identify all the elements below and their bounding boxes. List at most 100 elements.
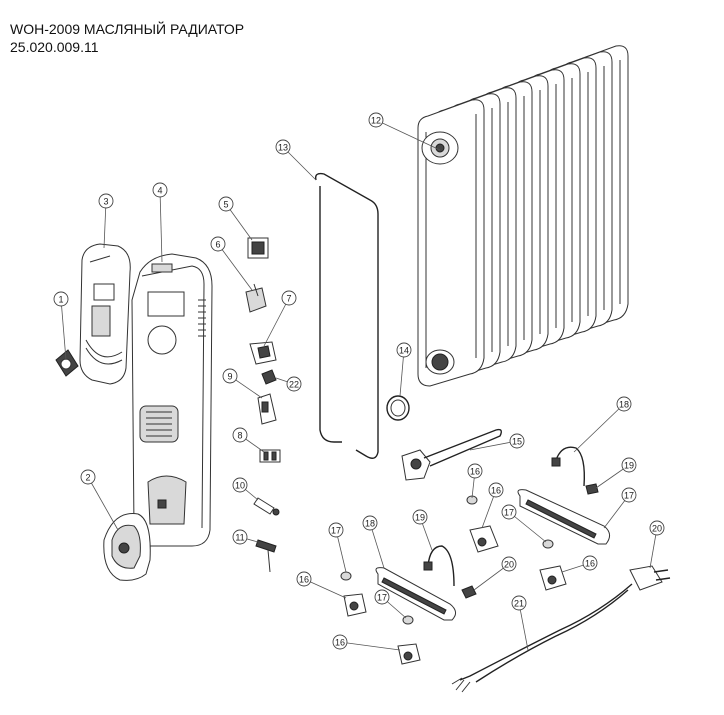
callout-22: 22 [286, 376, 302, 392]
radiator-body [417, 45, 629, 387]
leader-line [103, 200, 107, 249]
callout-number: 20 [504, 560, 514, 570]
callout-16: 16 [488, 482, 504, 498]
u-bolt-right [551, 446, 586, 487]
callout-circle [374, 589, 390, 605]
callout-number: 14 [399, 346, 409, 356]
callout-19: 19 [412, 509, 428, 525]
callout-number: 1 [58, 295, 63, 305]
callout-circle [362, 515, 378, 531]
callout-number: 9 [227, 372, 232, 382]
callout-circle [621, 487, 637, 503]
callout-8: 8 [232, 427, 248, 443]
callout-number: 11 [235, 533, 244, 543]
callout-3: 3 [98, 193, 114, 209]
callout-circle [511, 595, 527, 611]
callout-circle [296, 571, 312, 587]
callout-19: 19 [621, 457, 637, 473]
callout-circle [368, 112, 384, 128]
caster-16-d [397, 643, 421, 665]
callout-circle [232, 529, 248, 545]
caster-16-c [343, 593, 367, 617]
power-plug-21 [629, 565, 671, 591]
callout-20: 20 [649, 520, 665, 536]
callout-number: 17 [331, 526, 341, 536]
callout-12: 12 [368, 112, 384, 128]
leader-line [159, 189, 163, 263]
callout-number: 21 [514, 599, 524, 609]
callout-circle [412, 509, 428, 525]
callout-17: 17 [621, 487, 637, 503]
callout-circle [582, 555, 598, 571]
bracket-9 [257, 393, 277, 425]
foot-rail-right [517, 489, 610, 545]
callout-number: 8 [237, 431, 242, 441]
u-bolt-left [423, 545, 455, 587]
callout-number: 3 [103, 197, 108, 207]
callout-number: 2 [85, 473, 90, 483]
callout-5: 5 [218, 196, 234, 212]
callout-17: 17 [328, 522, 344, 538]
wing-nut-right [585, 483, 599, 495]
callout-circle [328, 522, 344, 538]
diagram-title: WOH-2009 МАСЛЯНЫЙ РАДИАТОР 25.020.009.11 [10, 20, 244, 56]
leader-line [375, 119, 441, 151]
callout-9: 9 [222, 368, 238, 384]
callout-number: 15 [512, 437, 522, 447]
radiator-fin-channel [425, 114, 477, 368]
callout-17: 17 [501, 504, 517, 520]
leader-line [573, 403, 625, 453]
leader-line [508, 511, 547, 543]
callout-circle [467, 463, 483, 479]
callout-circle [232, 427, 248, 443]
callout-number: 16 [299, 575, 309, 585]
callout-number: 10 [235, 481, 245, 491]
callout-number: 16 [470, 467, 480, 477]
callout-16: 16 [332, 634, 348, 650]
side-cover-panel [79, 243, 131, 385]
callout-14: 14 [396, 342, 412, 358]
callout-4: 4 [152, 182, 168, 198]
terminal-8 [259, 449, 281, 463]
callout-1: 1 [53, 291, 69, 307]
caster-16-b [539, 565, 567, 591]
switch-bracket-6 [245, 283, 267, 313]
frame-rod [314, 172, 379, 459]
part-number: 25.020.009.11 [10, 39, 99, 55]
thermostat-knob [55, 349, 79, 377]
foot-rail-left [375, 567, 456, 621]
callout-number: 13 [278, 143, 288, 153]
callout-number: 17 [377, 593, 387, 603]
wall-bracket-cover [103, 513, 151, 581]
callout-circle [222, 368, 238, 384]
callout-number: 16 [491, 486, 501, 496]
switch-5 [247, 237, 269, 259]
callout-16: 16 [467, 463, 483, 479]
callout-number: 6 [215, 240, 220, 250]
leader-line [217, 243, 253, 291]
callout-number: 18 [365, 519, 375, 529]
callout-15: 15 [509, 433, 525, 449]
callout-number: 16 [335, 638, 345, 648]
leader-line [60, 298, 67, 361]
callout-number: 20 [652, 524, 662, 534]
radiator-fin [417, 99, 485, 387]
screw-23 [261, 369, 277, 385]
wheel-cap-17-c [340, 571, 352, 581]
callout-circle [152, 182, 168, 198]
callout-circle [621, 457, 637, 473]
callout-number: 16 [585, 559, 595, 569]
callout-circle [501, 504, 517, 520]
callout-17: 17 [374, 589, 390, 605]
callout-circle [275, 139, 291, 155]
leader-line [469, 440, 518, 451]
leader-line [282, 146, 317, 181]
callout-20: 20 [501, 556, 517, 572]
callout-circle [649, 520, 665, 536]
leader-line [399, 349, 405, 397]
callout-number: 19 [624, 461, 634, 471]
callout-circle [210, 236, 226, 252]
callout-circle [98, 193, 114, 209]
front-control-panel [131, 253, 213, 547]
